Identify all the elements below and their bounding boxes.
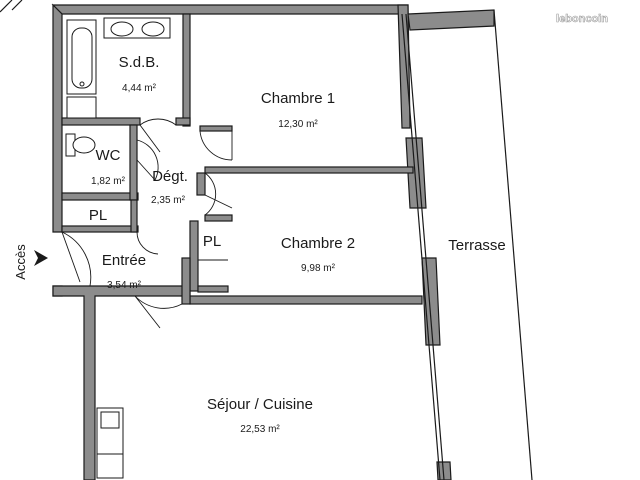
room-area-chambre1: 12,30 m² <box>278 119 318 130</box>
room-area-sdb: 4,44 m² <box>122 83 157 94</box>
toilet <box>65 133 96 157</box>
access-arrow-icon <box>34 250 48 266</box>
room-area-degt: 2,35 m² <box>151 195 186 206</box>
kitchen-sink <box>96 407 124 479</box>
terrace-outline <box>401 9 533 480</box>
room-area-entree: 3,54 m² <box>107 280 142 291</box>
room-area-sejour: 22,53 m² <box>240 424 280 435</box>
room-name-sejour: Séjour / Cuisine <box>207 396 313 413</box>
room-name-entree: Entrée <box>102 252 146 269</box>
room-name-sdb: S.d.B. <box>119 54 160 71</box>
room-name-degt: Dégt. <box>152 168 188 185</box>
doors <box>61 118 233 329</box>
access-label: Accès <box>13 244 28 280</box>
room-area-wc: 1,82 m² <box>91 176 126 187</box>
interior-walls <box>61 13 423 305</box>
room-name-pl1: PL <box>89 207 107 224</box>
room-name-terrasse: Terrasse <box>448 237 506 254</box>
room-name-pl2: PL <box>203 233 221 250</box>
room-area-chambre2: 9,98 m² <box>301 263 336 274</box>
double-sink <box>103 17 171 39</box>
room-name-chambre1: Chambre 1 <box>261 90 335 107</box>
bathtub <box>66 19 97 95</box>
exterior-walls <box>51 3 495 480</box>
watermark: leboncoin <box>556 13 608 25</box>
room-name-chambre2: Chambre 2 <box>281 235 355 252</box>
corner-mark <box>0 0 23 13</box>
bathroom-fixture-box <box>66 96 97 119</box>
room-name-wc: WC <box>96 147 121 164</box>
